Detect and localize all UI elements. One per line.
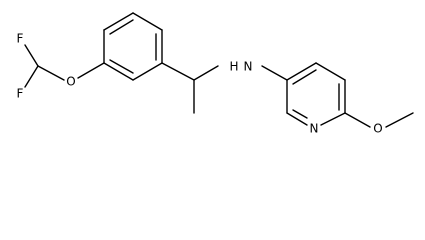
molecule-svg: F F O H N N O	[17, 12, 414, 136]
bond-pyridine-2	[286, 112, 308, 126]
atom-labels: F F O H N N O	[17, 32, 383, 136]
bond-ch-nh	[193, 65, 219, 81]
bond-benzene-2	[103, 12, 134, 31]
bond-pyridine-double-c	[292, 109, 308, 119]
bonds	[24, 12, 414, 128]
atom-o-ether: O	[66, 75, 75, 89]
bond-nh-pyridine	[261, 65, 288, 81]
bond-benzene-double-c	[109, 59, 134, 74]
bond-benzene-double-a	[109, 19, 134, 35]
bond-pyridine-3	[320, 112, 346, 126]
atom-o-methoxy: O	[373, 122, 382, 136]
bond-cf-top	[24, 44, 39, 67]
atom-f-bottom: F	[17, 87, 24, 101]
bond-pyridine-o	[344, 112, 371, 128]
molecule-diagram: F F O H N N O	[17, 12, 414, 136]
bond-benzene-3	[132, 12, 163, 31]
bond-aryl-ch	[161, 62, 195, 81]
bond-benzene-5	[132, 62, 163, 81]
atom-n-pyridine: N	[310, 122, 319, 136]
bond-c-o-ether	[37, 65, 65, 81]
bond-o-methyl	[385, 112, 414, 128]
bond-pyridine-6	[286, 62, 317, 81]
atom-h-amine: H	[229, 60, 238, 74]
bond-o-aryl	[77, 62, 105, 79]
bond-cf-bottom	[24, 65, 39, 88]
atom-f-top: F	[17, 32, 24, 46]
atom-n-amine: N	[244, 60, 253, 74]
bond-pyridine-double-a	[292, 69, 317, 85]
bond-benzene-6	[103, 62, 134, 81]
bond-pyridine-5	[315, 62, 346, 81]
